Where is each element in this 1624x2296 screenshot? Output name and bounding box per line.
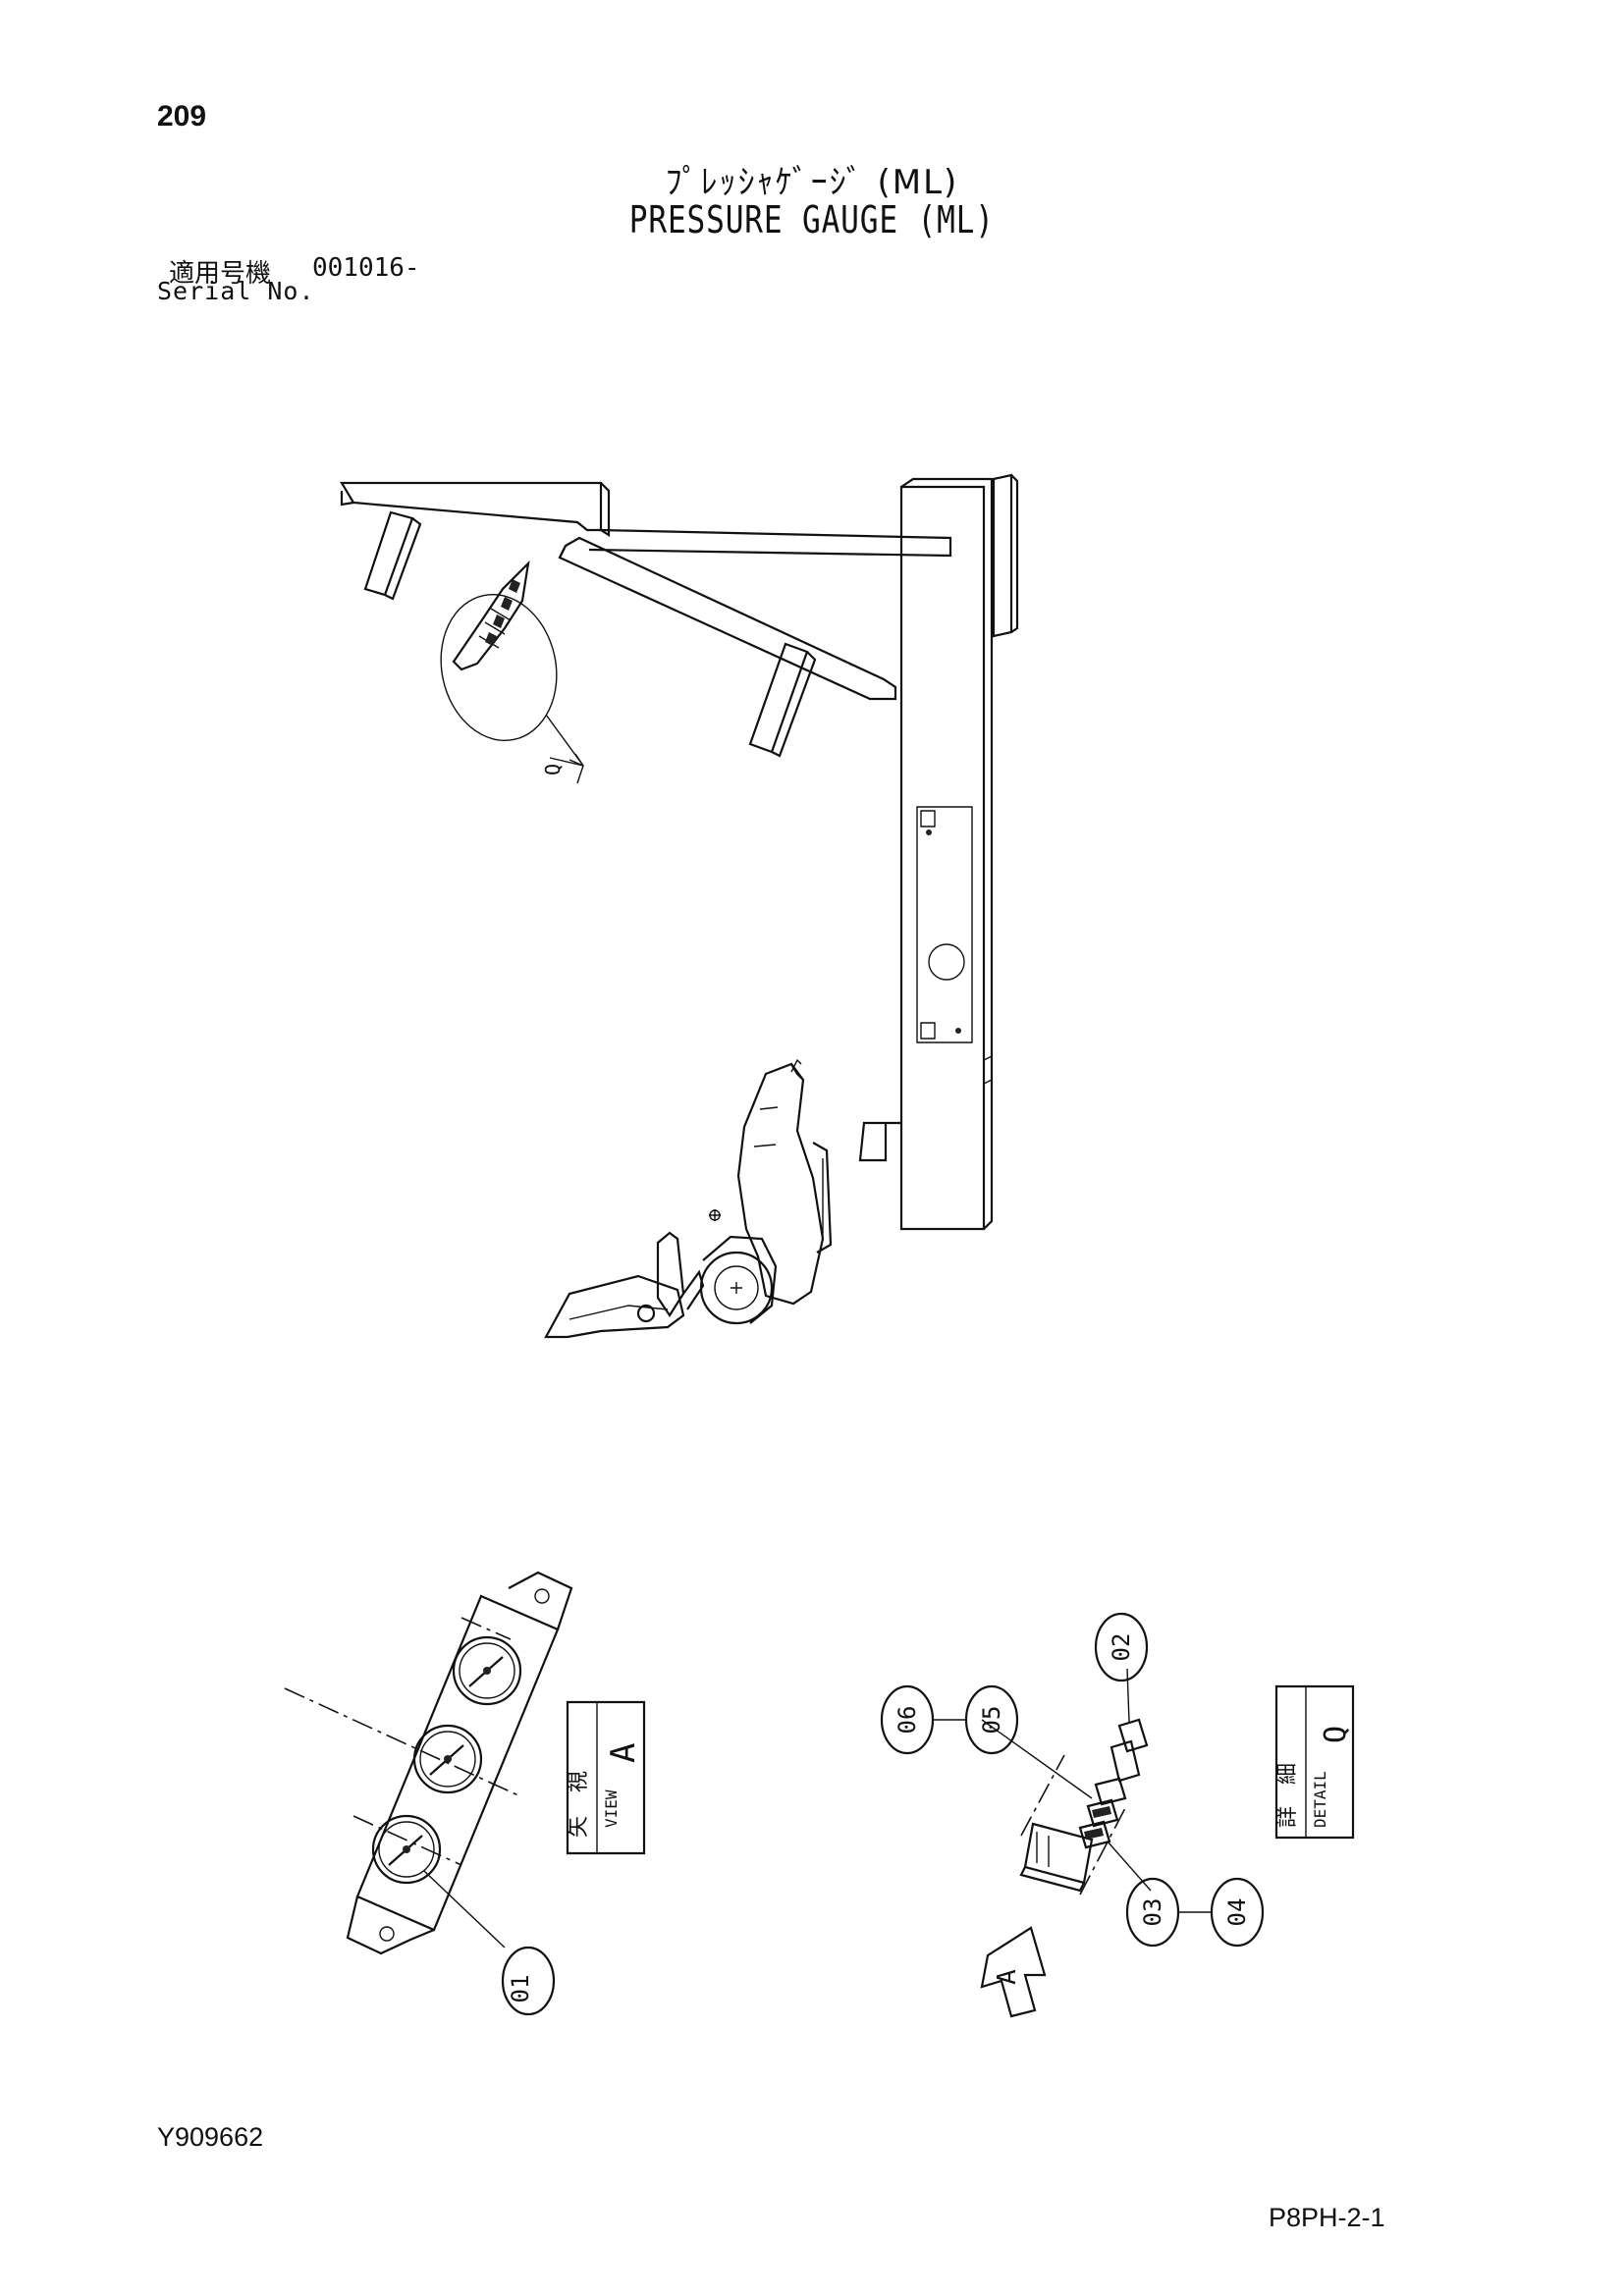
svg-text:A: A — [993, 1969, 1022, 1985]
serial-number: 001016- — [312, 253, 420, 283]
detail-q-marker: Q — [541, 764, 565, 775]
svg-text:06: 06 — [893, 1706, 921, 1735]
svg-text:A: A — [604, 1743, 643, 1763]
svg-text:03: 03 — [1139, 1898, 1166, 1927]
serial-label-japanese: 適用号機 — [169, 259, 272, 289]
callout-02: 02 — [1094, 1612, 1149, 1682]
title-english: PRESSURE GAUGE (ML) — [628, 198, 995, 241]
svg-text:Q: Q — [1319, 1726, 1353, 1743]
sheet-code: P8PH-2-1 — [1269, 2203, 1385, 2232]
svg-text:05: 05 — [978, 1706, 1005, 1735]
callout-03: 03 — [1125, 1877, 1180, 1948]
svg-text:矢: 矢 — [567, 1816, 591, 1838]
gauge-2 — [412, 1724, 483, 1794]
svg-text:02: 02 — [1108, 1633, 1135, 1662]
gauge-3 — [371, 1814, 442, 1885]
callout-05: 05 — [964, 1684, 1019, 1755]
gauge-1 — [452, 1635, 522, 1706]
view-arrow-a: A — [980, 1926, 1047, 2018]
drawing-code: Y909662 — [157, 2122, 264, 2152]
page-number: 209 — [157, 100, 207, 133]
callout-06: 06 — [880, 1684, 935, 1755]
callout-01: 01 — [501, 1946, 556, 2016]
title-japanese: ﾌﾟﾚｯｼｬｹﾞｰｼﾞ (ML) — [665, 163, 959, 202]
main-assembly-view: Q — [340, 473, 1019, 1339]
svg-text:04: 04 — [1223, 1898, 1251, 1927]
serial-label-english: Serial No. — [157, 277, 315, 305]
svg-text:VIEW: VIEW — [602, 1789, 621, 1828]
callout-04: 04 — [1210, 1877, 1265, 1948]
svg-text:01: 01 — [507, 1975, 534, 2003]
svg-text:DETAIL: DETAIL — [1311, 1771, 1329, 1828]
view-a-gauge-panel: 01 矢 視 VIEW A — [284, 1571, 646, 2016]
svg-text:詳: 詳 — [1275, 1806, 1300, 1828]
svg-text:視: 視 — [567, 1771, 591, 1792]
view-a-label-box: 矢 視 VIEW A — [566, 1700, 646, 1855]
detail-q-label-box: 詳 細 DETAIL Q — [1274, 1684, 1355, 1840]
detail-q-view: 02 03 04 05 06 A 詳 細 DE — [880, 1612, 1355, 2018]
svg-text:細: 細 — [1275, 1763, 1300, 1785]
